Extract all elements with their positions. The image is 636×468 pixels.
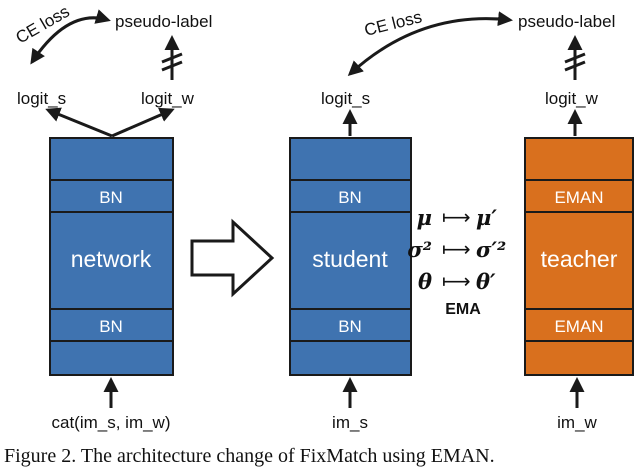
student-bn-top: BN	[338, 188, 362, 207]
ce-loss-arrow-right	[347, 11, 513, 77]
transition-arrow-icon	[190, 218, 275, 298]
ema-label: EMA	[445, 301, 481, 318]
ema-mu-to: μ′	[476, 205, 497, 230]
ema-mapping: μ ⟼ μ′ σ² ⟼ σ′² θ ⟼ θ′ EMA	[407, 205, 506, 318]
network-bn-bottom: BN	[99, 317, 123, 336]
ce-loss-arrow-left	[30, 9, 111, 65]
teacher-title: teacher	[541, 246, 618, 272]
network-block: BN network BN	[49, 137, 174, 376]
input-label-teacher: im_w	[557, 413, 597, 432]
student-block: BN student BN	[289, 137, 412, 376]
ema-theta-to: θ′	[476, 269, 496, 294]
input-label-left: cat(im_s, im_w)	[51, 413, 170, 432]
input-label-student: im_s	[332, 413, 368, 432]
ema-sigma-to: σ′²	[476, 237, 506, 262]
pseudo-label-left: pseudo-label	[115, 12, 212, 31]
teacher-eman-bottom: EMAN	[554, 317, 603, 336]
network-to-logit-w-arrow	[111, 107, 175, 138]
right-section: CE loss pseudo-label logit_s logit_w BN …	[289, 7, 634, 432]
student-bn-bottom: BN	[338, 317, 362, 336]
ema-mu-from: μ	[417, 205, 432, 230]
ema-mu-maps-to-icon: ⟼	[442, 205, 471, 229]
figure-caption: Figure 2. The architecture change of Fix…	[4, 445, 495, 467]
student-title: student	[312, 246, 388, 272]
teacher-eman-top: EMAN	[554, 188, 603, 207]
left-section: CE loss pseudo-label logit_s logit_w BN …	[13, 2, 213, 432]
ce-loss-label-right: CE loss	[362, 7, 423, 40]
ema-sigma-from: σ²	[407, 237, 432, 262]
ema-sigma-maps-to-icon: ⟼	[442, 237, 471, 261]
ema-theta-from: θ	[418, 269, 432, 294]
logit-s-label-left: logit_s	[17, 89, 66, 108]
ce-loss-label-left: CE loss	[13, 2, 73, 48]
logit-s-label-right: logit_s	[321, 89, 370, 108]
network-to-logit-s-arrow	[45, 107, 113, 138]
stop-gradient-icon-right	[564, 52, 586, 72]
teacher-block: EMAN teacher EMAN	[524, 137, 634, 376]
ema-theta-maps-to-icon: ⟼	[442, 269, 471, 293]
pseudo-label-right: pseudo-label	[518, 12, 615, 31]
network-title: network	[71, 246, 152, 272]
logit-w-label-left: logit_w	[141, 89, 195, 108]
logit-w-label-right: logit_w	[545, 89, 599, 108]
stop-gradient-icon-left	[161, 52, 183, 72]
network-bn-top: BN	[99, 188, 123, 207]
